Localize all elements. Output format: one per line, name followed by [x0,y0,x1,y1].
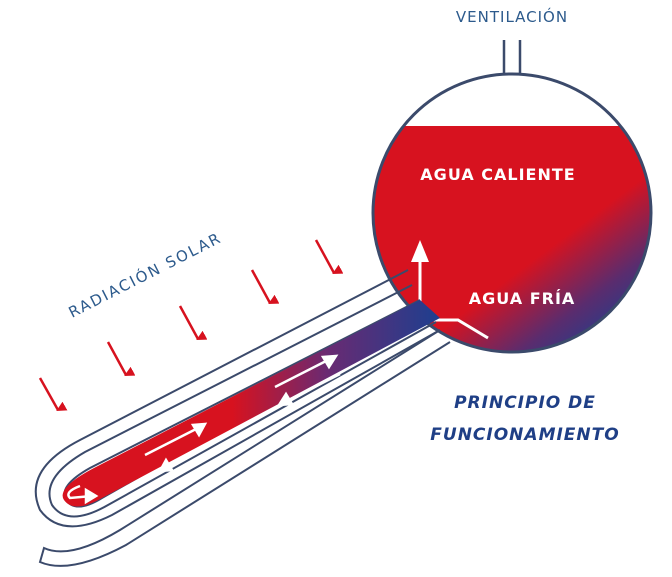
title-line-2: FUNCIONAMIENTO [430,425,619,445]
radiation-arrow [106,341,136,376]
radiation-arrow [38,377,68,411]
radiation-arrow [314,239,344,274]
collector-tube [34,269,451,567]
tube-fluid [62,300,440,507]
title-line-1: PRINCIPIO DE [454,393,596,413]
radiation-arrow [178,305,208,340]
hot-water-label: AGUA CALIENTE [420,165,575,184]
cold-water-label: AGUA FRÍA [469,289,576,308]
ventilation-pipe [502,40,522,78]
radiation-arrow [250,269,280,304]
tube-flow-arrows [67,354,341,505]
ventilation-label: VENTILACIÓN [456,7,568,26]
solar-radiation-label: RADIACIÓN SOLAR [65,228,225,322]
water-tank [371,72,653,354]
radiation-arrows [38,239,344,411]
